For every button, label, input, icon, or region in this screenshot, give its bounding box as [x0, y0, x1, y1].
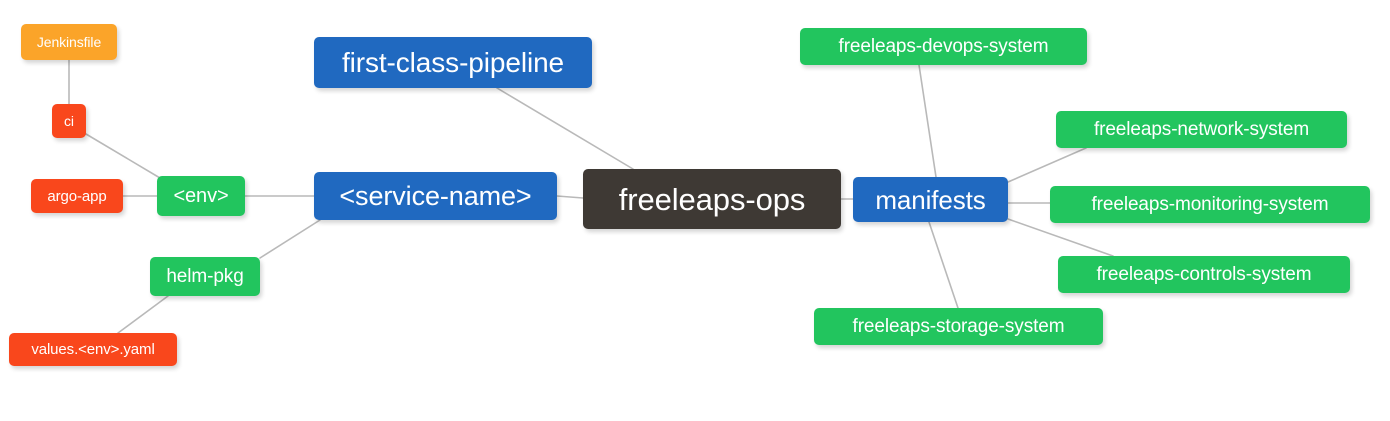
node-label-env: <env>: [173, 185, 229, 207]
node-freeleaps-storage-system[interactable]: freeleaps-storage-system: [814, 308, 1103, 345]
node-label-freeleaps-storage-system: freeleaps-storage-system: [852, 316, 1065, 337]
node-freeleaps-monitoring-system[interactable]: freeleaps-monitoring-system: [1050, 186, 1370, 223]
node-label-freeleaps-devops-system: freeleaps-devops-system: [838, 36, 1049, 57]
node-ci[interactable]: ci: [52, 104, 86, 138]
node-freeleaps-ops[interactable]: freeleaps-ops: [583, 169, 841, 229]
node-manifests[interactable]: manifests: [853, 177, 1008, 222]
node-helm-pkg[interactable]: helm-pkg: [150, 257, 260, 296]
node-service-name[interactable]: <service-name>: [314, 172, 557, 220]
node-label-manifests: manifests: [875, 184, 986, 215]
node-first-class-pipeline[interactable]: first-class-pipeline: [314, 37, 592, 88]
node-label-values-yaml: values.<env>.yaml: [31, 341, 155, 358]
node-argo-app[interactable]: argo-app: [31, 179, 123, 213]
node-label-ci: ci: [64, 113, 74, 129]
node-freeleaps-network-system[interactable]: freeleaps-network-system: [1056, 111, 1347, 148]
node-values-yaml[interactable]: values.<env>.yaml: [9, 333, 177, 366]
node-label-first-class-pipeline: first-class-pipeline: [341, 46, 565, 78]
node-label-jenkinsfile: Jenkinsfile: [36, 34, 102, 50]
node-freeleaps-controls-system[interactable]: freeleaps-controls-system: [1058, 256, 1350, 293]
node-label-service-name: <service-name>: [339, 180, 532, 211]
node-label-freeleaps-controls-system: freeleaps-controls-system: [1096, 264, 1312, 285]
node-freeleaps-devops-system[interactable]: freeleaps-devops-system: [800, 28, 1087, 65]
node-env[interactable]: <env>: [157, 176, 245, 216]
node-label-argo-app: argo-app: [47, 187, 107, 205]
node-label-freeleaps-ops: freeleaps-ops: [618, 181, 806, 217]
node-label-freeleaps-network-system: freeleaps-network-system: [1093, 119, 1310, 140]
node-label-freeleaps-monitoring-system: freeleaps-monitoring-system: [1091, 194, 1329, 215]
node-jenkinsfile[interactable]: Jenkinsfile: [21, 24, 117, 60]
node-label-helm-pkg: helm-pkg: [166, 266, 244, 287]
